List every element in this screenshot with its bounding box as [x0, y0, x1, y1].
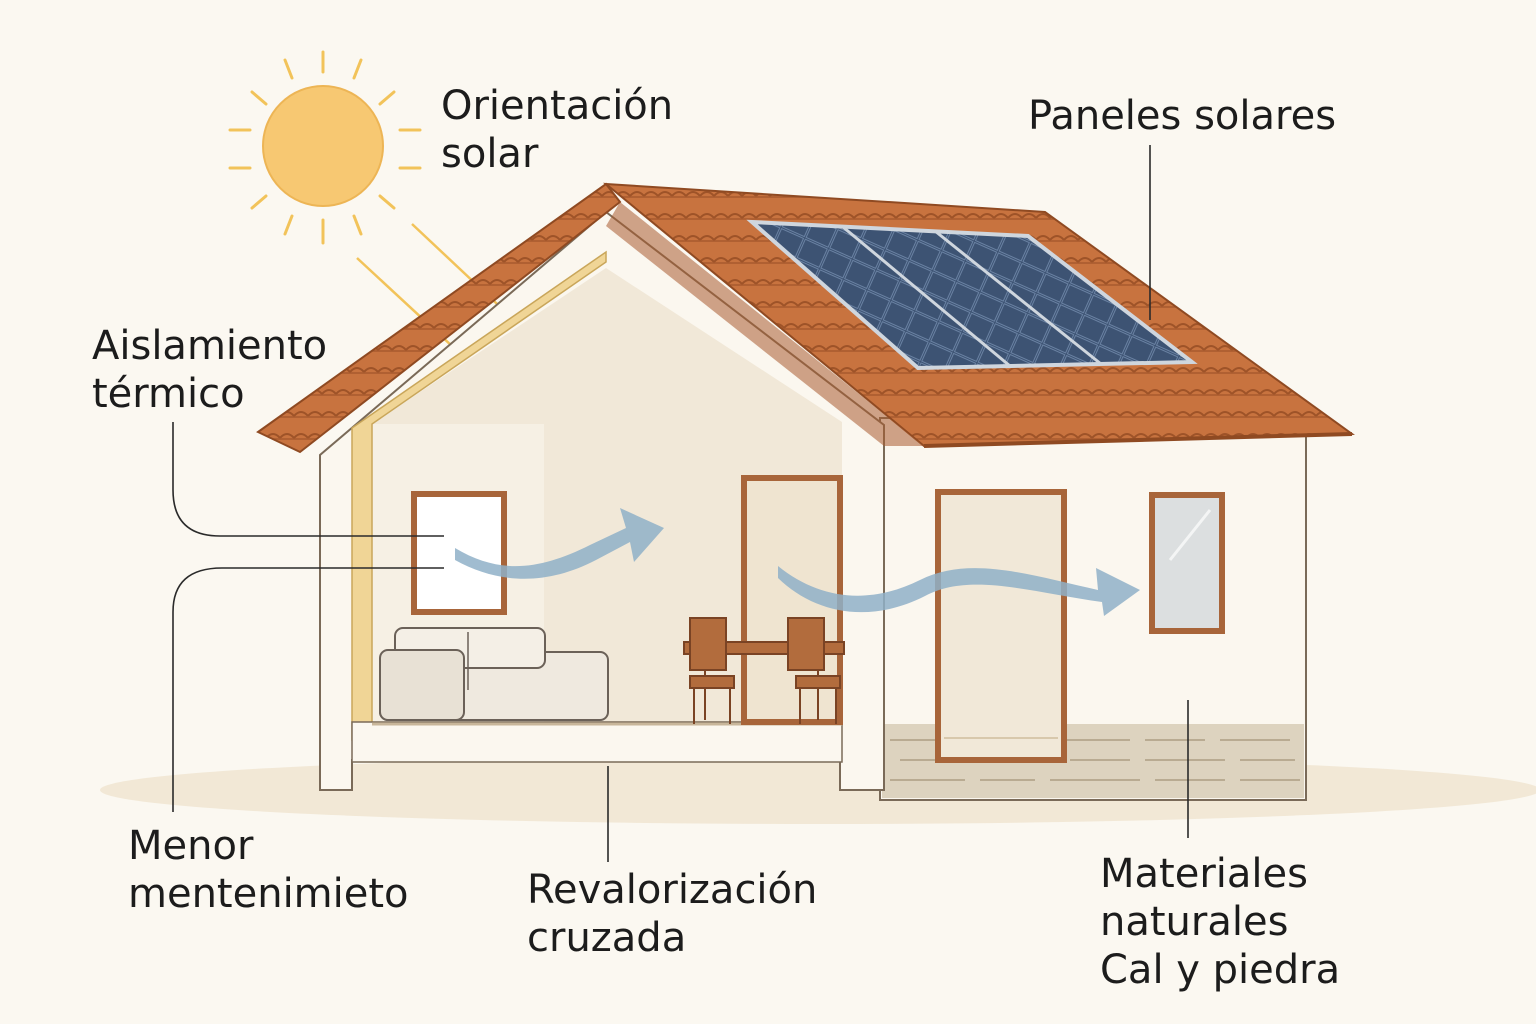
label-materials-line1: Materiales: [1100, 851, 1308, 897]
sun-icon: [228, 50, 422, 245]
label-orientation: Orientación solar: [441, 82, 673, 178]
label-panels-line1: Paneles solares: [1028, 93, 1337, 139]
label-revaluation-line1: Revalorización: [527, 867, 818, 913]
ground: [100, 756, 1536, 824]
label-orientation-line2: solar: [441, 131, 539, 177]
label-materials: Materiales naturales Cal y piedra: [1100, 850, 1340, 994]
leader-insulation: [172, 422, 444, 537]
label-revaluation: Revalorización cruzada: [527, 866, 817, 962]
dining-table-icon: [683, 617, 845, 724]
label-insulation-line2: térmico: [92, 371, 245, 417]
solar-panel-icon: [746, 219, 1198, 371]
label-maintenance: Menor mentenimieto: [128, 822, 409, 918]
label-revaluation-line2: cruzada: [527, 915, 687, 961]
label-orientation-line1: Orientación: [441, 83, 674, 129]
label-maintenance-line2: mentenimieto: [128, 871, 409, 917]
label-panels: Paneles solares: [1028, 92, 1336, 140]
label-maintenance-line1: Menor: [128, 823, 254, 869]
label-materials-line3: Cal y piedra: [1100, 947, 1341, 993]
leader-lines: [172, 145, 1189, 862]
sofa-icon: [379, 627, 609, 721]
airflow-arrow-icon: [455, 508, 1140, 616]
leader-maintenance: [172, 567, 444, 812]
label-insulation: Aislamiento térmico: [92, 322, 327, 418]
label-materials-line2: naturales: [1100, 899, 1289, 945]
label-insulation-line1: Aislamiento: [92, 323, 328, 369]
